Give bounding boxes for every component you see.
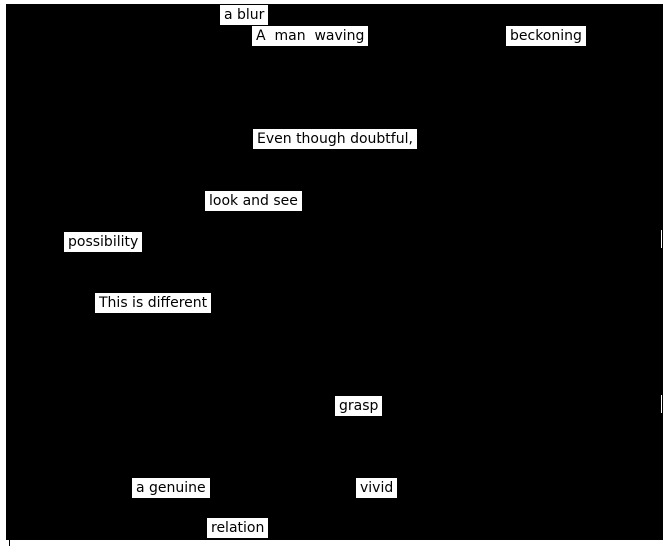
word-this-is-different: This is different — [95, 293, 212, 313]
word-a-blur: a blur — [220, 5, 269, 25]
word-beckoning: beckoning — [506, 26, 586, 46]
edge-mark — [661, 230, 662, 248]
word-a-genuine: a genuine — [132, 478, 210, 498]
word-grasp: grasp — [335, 396, 383, 416]
edge-mark — [661, 395, 662, 413]
word-vivid: vivid — [356, 478, 398, 498]
blackout-area — [6, 4, 663, 540]
word-relation: relation — [207, 518, 269, 538]
word-look-and-see: look and see — [205, 191, 302, 211]
word-possibility: possibility — [64, 232, 143, 252]
word-a-man-waving: A man waving — [252, 26, 369, 46]
word-even-though-doubtful: Even though doubtful, — [253, 129, 417, 149]
edge-mark — [9, 538, 10, 546]
